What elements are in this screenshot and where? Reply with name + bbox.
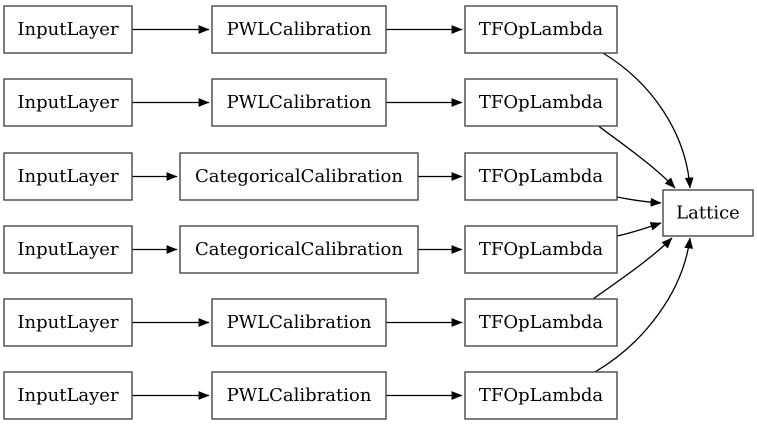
node-label-lattice: Lattice bbox=[676, 203, 740, 224]
node-box-input_6 bbox=[3, 371, 133, 420]
node-box-lambda_3 bbox=[464, 152, 618, 201]
edge-lambda_5-to-lattice bbox=[592, 237, 673, 300]
node-cat_input_2: InputLayer bbox=[3, 225, 133, 274]
node-label-lambda_5: TFOpLambda bbox=[479, 312, 604, 333]
node-pwl_2: PWLCalibration bbox=[211, 78, 387, 127]
node-box-pwl_5 bbox=[211, 298, 387, 347]
edge-lambda_4-to-lattice bbox=[616, 222, 662, 237]
node-box-cat_input_1 bbox=[3, 152, 133, 201]
node-label-cat_2: CategoricalCalibration bbox=[195, 239, 403, 260]
edge-lambda_3-to-lattice bbox=[616, 196, 662, 207]
node-input_2: InputLayer bbox=[3, 78, 133, 127]
node-label-pwl_2: PWLCalibration bbox=[227, 92, 372, 113]
node-box-lambda_1 bbox=[464, 5, 618, 54]
node-label-input_5: InputLayer bbox=[17, 312, 119, 333]
node-box-input_5 bbox=[3, 298, 133, 347]
node-box-lambda_6 bbox=[464, 371, 618, 420]
node-box-pwl_2 bbox=[211, 78, 387, 127]
node-label-input_1: InputLayer bbox=[17, 19, 119, 40]
node-lambda_6: TFOpLambda bbox=[464, 371, 618, 420]
node-box-input_2 bbox=[3, 78, 133, 127]
node-box-lambda_5 bbox=[464, 298, 618, 347]
node-label-lambda_1: TFOpLambda bbox=[479, 19, 604, 40]
node-label-cat_1: CategoricalCalibration bbox=[195, 166, 403, 187]
edge-lambda_6-to-lattice bbox=[594, 237, 694, 373]
node-label-pwl_1: PWLCalibration bbox=[227, 19, 372, 40]
node-label-input_2: InputLayer bbox=[17, 92, 119, 113]
node-pwl_6: PWLCalibration bbox=[211, 371, 387, 420]
node-label-lambda_4: TFOpLambda bbox=[479, 239, 604, 260]
node-box-cat_1 bbox=[179, 152, 419, 201]
node-lambda_1: TFOpLambda bbox=[464, 5, 618, 54]
node-cat_1: CategoricalCalibration bbox=[179, 152, 419, 201]
node-box-lambda_2 bbox=[464, 78, 618, 127]
node-box-cat_2 bbox=[179, 225, 419, 274]
node-cat_input_1: InputLayer bbox=[3, 152, 133, 201]
edge-lambda_1-to-lattice bbox=[602, 52, 694, 189]
node-input_1: InputLayer bbox=[3, 5, 133, 54]
node-label-pwl_5: PWLCalibration bbox=[227, 312, 372, 333]
node-lambda_4: TFOpLambda bbox=[464, 225, 618, 274]
node-pwl_5: PWLCalibration bbox=[211, 298, 387, 347]
node-label-pwl_6: PWLCalibration bbox=[227, 385, 372, 406]
node-label-lambda_6: TFOpLambda bbox=[479, 385, 604, 406]
edge-lambda_2-to-lattice bbox=[598, 125, 676, 189]
node-label-lambda_2: TFOpLambda bbox=[479, 92, 604, 113]
node-lambda_3: TFOpLambda bbox=[464, 152, 618, 201]
node-box-input_1 bbox=[3, 5, 133, 54]
node-box-pwl_1 bbox=[211, 5, 387, 54]
node-pwl_1: PWLCalibration bbox=[211, 5, 387, 54]
node-lambda_5: TFOpLambda bbox=[464, 298, 618, 347]
node-box-cat_input_2 bbox=[3, 225, 133, 274]
node-cat_2: CategoricalCalibration bbox=[179, 225, 419, 274]
node-input_5: InputLayer bbox=[3, 298, 133, 347]
node-box-lambda_4 bbox=[464, 225, 618, 274]
node-lattice: Lattice bbox=[662, 189, 754, 237]
node-label-cat_input_2: InputLayer bbox=[17, 239, 119, 260]
node-label-cat_input_1: InputLayer bbox=[17, 166, 119, 187]
node-input_6: InputLayer bbox=[3, 371, 133, 420]
edges-layer bbox=[132, 25, 694, 400]
node-label-lambda_3: TFOpLambda bbox=[479, 166, 604, 187]
node-lambda_2: TFOpLambda bbox=[464, 78, 618, 127]
node-label-input_6: InputLayer bbox=[17, 385, 119, 406]
node-box-pwl_6 bbox=[211, 371, 387, 420]
node-box-lattice bbox=[662, 189, 754, 237]
